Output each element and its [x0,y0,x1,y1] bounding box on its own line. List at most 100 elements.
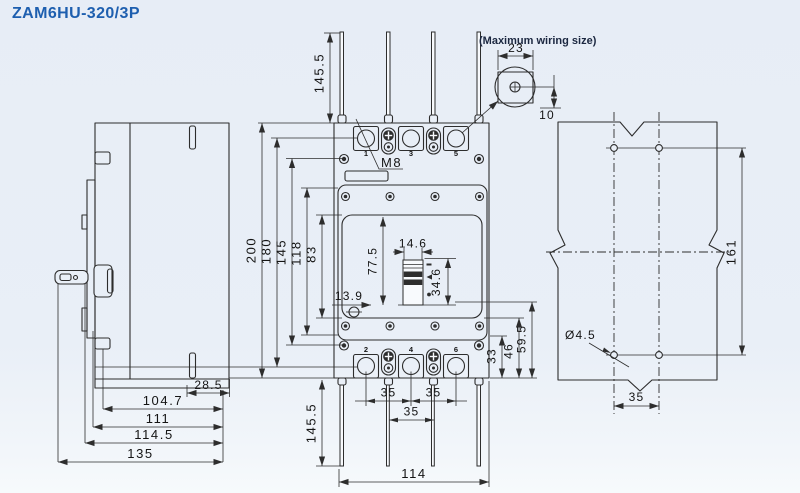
dim-145-5-bottom-label: 145.5 [304,403,319,444]
dim-height-83: 83 [304,215,326,318]
terminal-number-1: 1 [364,149,368,158]
dim-118-label: 118 [289,240,304,266]
mounting-hole-view: 161 Ø4.5 35 [546,112,746,414]
dim-135-label: 135 [127,446,154,461]
dim-depth-28-5: 28.5 [187,378,230,397]
dim-panel-77-5: 77.5 [366,217,387,305]
cover-screws [340,191,485,331]
mounting-plate-outline [549,121,725,392]
dim-hole-pitch-35: 35 [614,390,659,410]
side-tab-top [94,151,111,165]
dim-step-46: 46 [502,318,523,378]
wiring-size-detail: (Maximum wiring size) 23 10 [461,35,597,134]
dim-33-label: 33 [485,348,499,364]
side-lever-slot [59,273,72,282]
side-view: 28.5 104.7 111 114.5 135 [54,122,230,466]
lead-wire [476,384,481,467]
mounting-hole [655,144,663,152]
dim-handle-width-14-6: 14.6 [393,237,433,260]
dim-height-118: 118 [289,188,311,335]
lead-wire [431,384,435,467]
terminal-5-pad [442,125,470,152]
terminal-3-pad [397,125,425,152]
wiring-detail-caption: (Maximum wiring size) [479,35,597,47]
side-handle-boss-cap [106,268,114,294]
dim-height-180: 180 [259,138,281,367]
dim-depth-135: 135 [58,446,223,466]
dim-wire-width-23: 23 [497,41,534,70]
dim-hole-pitch-161: 161 [724,148,746,355]
dim-mount-35-label: 35 [629,390,645,404]
dim-35-left-label: 35 [381,386,397,400]
side-base-strip [94,378,230,389]
dim-35-right-label: 35 [426,386,442,400]
handle-arrow-mark [426,274,432,280]
thread-size-label: M8 [381,155,402,170]
detail-leader-line [461,100,499,134]
terminal-number-2: 2 [364,345,368,354]
lead-wire [339,31,344,117]
dim-handle-window-34-6: 34.6 [398,258,456,306]
side-tab-bottom [94,337,111,350]
dim-pole-pitch-35-35: 35 35 [355,371,467,406]
dim-114-label: 114 [401,466,427,481]
dim-width-114: 114 [338,381,490,487]
clamp-terminal [425,348,442,376]
side-step-upper [81,214,88,230]
side-lever-pin [72,274,79,281]
dim-lead-bottom-145-5: 145.5 [304,380,340,467]
side-slot-top [188,125,197,150]
cover-outline [337,184,488,341]
drawing-title: ZAM6HU-320/3P [12,5,140,22]
dim-pitch-35-bottom: 35 [389,405,434,423]
dim-depth-114-5: 114.5 [85,427,223,447]
m8-leader-line [355,118,403,170]
dim-23-label: 23 [508,41,524,55]
dim-35-bottom-label: 35 [404,405,420,419]
dim-59-5-label: 59.5 [515,325,529,353]
dim-step-59-5: 59.5 [515,302,536,378]
front-view: 1 3 5 M8 [95,31,537,487]
lead-wire [339,384,344,467]
side-escutcheon-plate [86,179,96,339]
dim-145-label: 145 [274,239,289,266]
terminal-number-3: 3 [409,149,413,158]
dim-28-5-label: 28.5 [194,378,222,392]
dim-180-label: 180 [259,238,274,265]
dim-145-5-top-label: 145.5 [312,53,327,94]
on-indicator-mark [426,263,432,266]
dim-114-5-label: 114.5 [134,427,174,442]
dim-height-145: 145 [274,158,296,345]
dim-13-9-label: 13.9 [335,289,363,303]
dim-offset-13-9: 13.9 [332,289,371,309]
dim-height-200: 200 [244,123,266,378]
mounting-hole [655,351,663,359]
dim-161-label: 161 [724,239,739,266]
dim-depth-104-7: 104.7 [103,393,223,413]
hole-diameter-label: Ø4.5 [565,328,596,342]
terminal-number-4: 4 [409,345,414,354]
nameplate [344,170,389,182]
terminal-number-6: 6 [454,345,458,354]
dim-14-6-label: 14.6 [399,237,427,251]
dim-46-label: 46 [502,343,516,359]
lead-wire [431,31,436,117]
terminal-1-pad [352,125,380,152]
dim-200-label: 200 [244,237,259,264]
side-handle-boss [93,264,113,298]
side-slot-bottom [188,352,197,379]
side-body-outline [94,122,230,380]
dim-wire-height-10: 10 [539,75,561,122]
dim-lead-top-145-5: 145.5 [312,32,340,123]
wire-cross-section [497,71,534,104]
dim-depth-111: 111 [93,411,223,431]
hole-diameter-callout: Ø4.5 [565,328,630,368]
lead-wire [386,31,391,117]
dim-77-5-label: 77.5 [366,247,380,275]
clamp-terminal [425,127,442,155]
escutcheon-panel [341,214,483,319]
mounting-hole [610,144,618,152]
off-indicator-mark [427,292,431,297]
